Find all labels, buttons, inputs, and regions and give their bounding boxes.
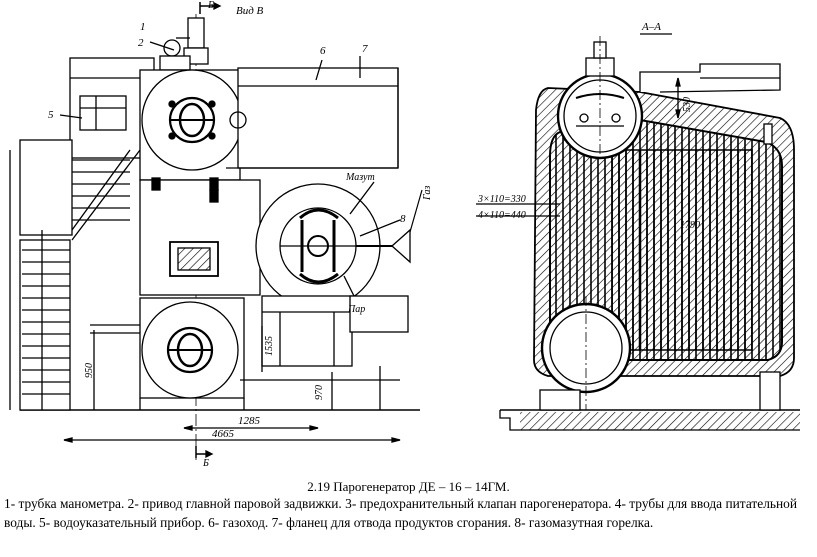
label-arrow-bottom: Б [202, 458, 209, 469]
label-dim-530: 530 [682, 97, 693, 112]
label-spec-2: 4×110=440 [478, 210, 526, 221]
label-num-1: 1 [140, 21, 146, 33]
right-view-labels: А–А 530 3×110=330 4×110=440 1790 [477, 21, 700, 231]
label-section: А–А [641, 21, 661, 33]
label-num-2: 2 [138, 37, 144, 49]
label-dim-950: 950 [84, 363, 95, 378]
left-view-labels: Вид В Б 1 2 5 6 7 Мазут 8 Газ Пар 1285 4… [48, 0, 433, 469]
label-par: Пар [347, 304, 365, 315]
figure-caption-text: 1- трубка манометра. 2- привод главной п… [4, 496, 798, 530]
figure-caption-title: 2.19 Парогенератор ДЕ – 16 – 14ГМ. [307, 479, 510, 494]
boiler-technical-drawing: Вид В Б 1 2 5 6 7 Мазут 8 Газ Пар 1285 4… [9, 0, 800, 469]
label-arrow-top: Б [207, 0, 214, 11]
label-dim-1790: 1790 [680, 220, 700, 231]
label-dim-1535: 1535 [264, 336, 275, 356]
label-dim-1285: 1285 [238, 415, 261, 427]
label-mazut: Мазут [345, 172, 375, 183]
label-num-6: 6 [320, 45, 326, 57]
label-gaz: Газ [422, 186, 433, 201]
label-num-7: 7 [362, 43, 368, 55]
label-dim-970: 970 [314, 385, 325, 400]
left-view [9, 1, 423, 460]
label-spec-1: 3×110=330 [477, 194, 526, 205]
label-num-5: 5 [48, 109, 54, 121]
label-dim-4665: 4665 [212, 428, 235, 440]
label-view-b: Вид В [236, 5, 264, 17]
right-view [476, 33, 800, 431]
label-num-8: 8 [400, 213, 406, 225]
